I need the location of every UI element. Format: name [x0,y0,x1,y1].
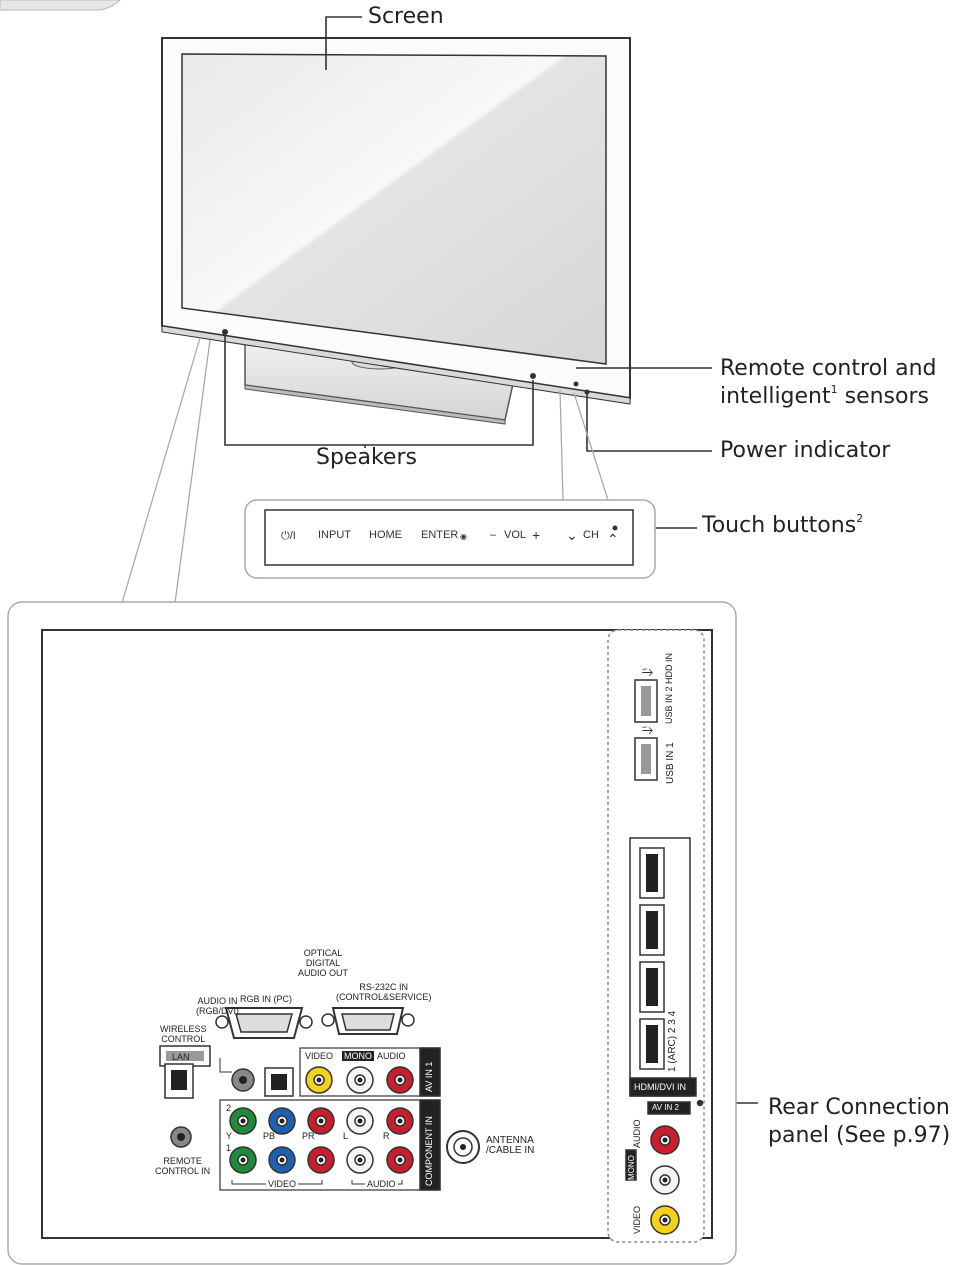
av-in2-tab [647,1101,691,1115]
enter-dot-icon: ◉ [460,532,467,541]
touch-buttons-text: Touch buttons [702,513,857,538]
comp-pb-label: PB [263,1131,276,1141]
vol-up-button[interactable]: + [532,527,541,543]
screen-label: Screen [368,4,444,29]
av1-video-label: VIDEO [305,1051,334,1061]
usb-in1-label: USB IN 1 [665,742,676,784]
rear-panel-line1: Rear Connection [768,1095,950,1120]
tv-screen [181,53,607,365]
remote-sensor-line1: Remote control and [720,356,937,381]
rs232c-label: RS-232C IN (CONTROL&SERVICE) [336,982,432,1002]
home-button[interactable]: HOME [369,529,402,541]
svg-text:⭇: ⭇ [642,722,653,738]
rear-panel-label: Rear Connection panel (See p.97) [768,1094,950,1150]
component-in-tab [419,1099,441,1191]
comp-pr-label: PR [302,1131,315,1141]
power-indicator-label: Power indicator [720,438,891,463]
av-in1-label: AV IN 1 [424,1061,434,1092]
comp-r-label: R [383,1131,390,1141]
wireless-control-label: WIRELESS CONTROL [160,1024,207,1044]
remote-sensor-line2a: intelligent [720,384,831,409]
vol-label: VOL [504,529,527,541]
comp-y-label: Y [226,1131,233,1141]
comp-l-label: L [343,1131,349,1141]
comp-audio-bracket-label: AUDIO [365,1179,398,1189]
hdmi-tab [629,1077,697,1097]
rgb-in-label: RGB IN (PC) [240,994,293,1004]
power-button[interactable]: ⏻/I [281,530,296,542]
ch-down-button[interactable]: ⌄ [566,527,578,543]
comp-num1-label: 1 [226,1143,232,1153]
remote-sensor-line2b: sensors [837,384,929,409]
zoom-lines [121,337,609,604]
touch-buttons-footnote: 2 [856,512,864,525]
remote-sensor-line2: intelligent1 sensors [720,383,937,411]
av-in2-label: AV IN 2 [652,1103,679,1112]
vol-down-button[interactable]: – [490,529,497,541]
remote-sensor-label: Remote control and intelligent1 sensors [720,355,937,411]
ch-label: CH [583,529,599,541]
remote-sensor-footnote: 1 [830,383,838,396]
hdmi-dvi-label: HDMI/DVI IN [634,1082,687,1092]
tv-front [161,37,631,425]
remote-control-in-label: REMOTE CONTROL IN [155,1156,211,1176]
speakers-label: Speakers [316,445,417,470]
optical-label: OPTICAL DIGITAL AUDIO OUT [298,948,349,978]
comp-num2-label: 2 [226,1103,232,1113]
side-audio-label: AUDIO [632,1119,642,1148]
av1-mono-label: MONO [342,1051,374,1061]
side-mono-label: MONO [627,1155,636,1180]
optical-out-port [264,1067,294,1097]
ch-up-button[interactable]: ⌃ [607,531,619,547]
comp-video-bracket-label: VIDEO [266,1179,299,1189]
corner-tab [0,0,121,11]
input-button[interactable]: INPUT [318,529,351,541]
audio-in-label: AUDIO IN (RGB/DVI) [196,996,240,1016]
touch-button-panel [244,499,656,579]
usb-in2-label: USB IN 2 HDD IN [664,652,674,724]
enter-button[interactable]: ENTER [421,529,459,541]
av1-audio-label: AUDIO [377,1051,406,1061]
svg-text:⭇: ⭇ [642,664,653,680]
antenna-label: ANTENNA /CABLE IN [486,1135,535,1156]
rear-panel-line2: panel (See p.97) [768,1123,951,1148]
touch-buttons-label: Touch buttons2 [702,512,863,540]
lan-label: LAN [172,1052,190,1062]
component-in-label: COMPONENT IN [424,1116,434,1186]
side-video-label: VIDEO [632,1205,642,1234]
hdmi-ports-label: 1 (ARC) 2 3 4 [667,1010,678,1072]
side-connectors: ⭇ ⭇ [625,664,704,1235]
rear-connectors [159,1007,480,1191]
av-in1-tab [419,1047,441,1097]
